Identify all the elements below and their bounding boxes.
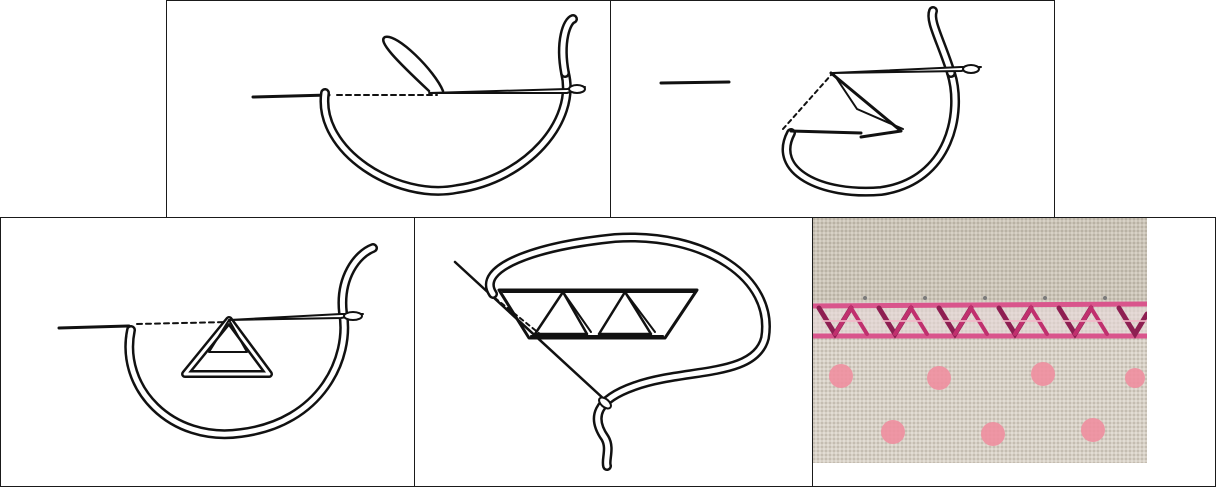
step-2-drawing — [611, 1, 1055, 218]
diagram-step-4 — [414, 217, 813, 487]
diagram-step-2 — [610, 0, 1055, 218]
step-1-drawing — [167, 1, 611, 218]
finished-stitch-photo — [813, 218, 1147, 463]
step-4-drawing — [415, 218, 813, 487]
diagram-step-1 — [166, 0, 611, 218]
step-3-drawing — [1, 218, 415, 487]
diagram-step-3 — [0, 217, 415, 487]
finished-stitch-photo-panel — [812, 217, 1216, 487]
